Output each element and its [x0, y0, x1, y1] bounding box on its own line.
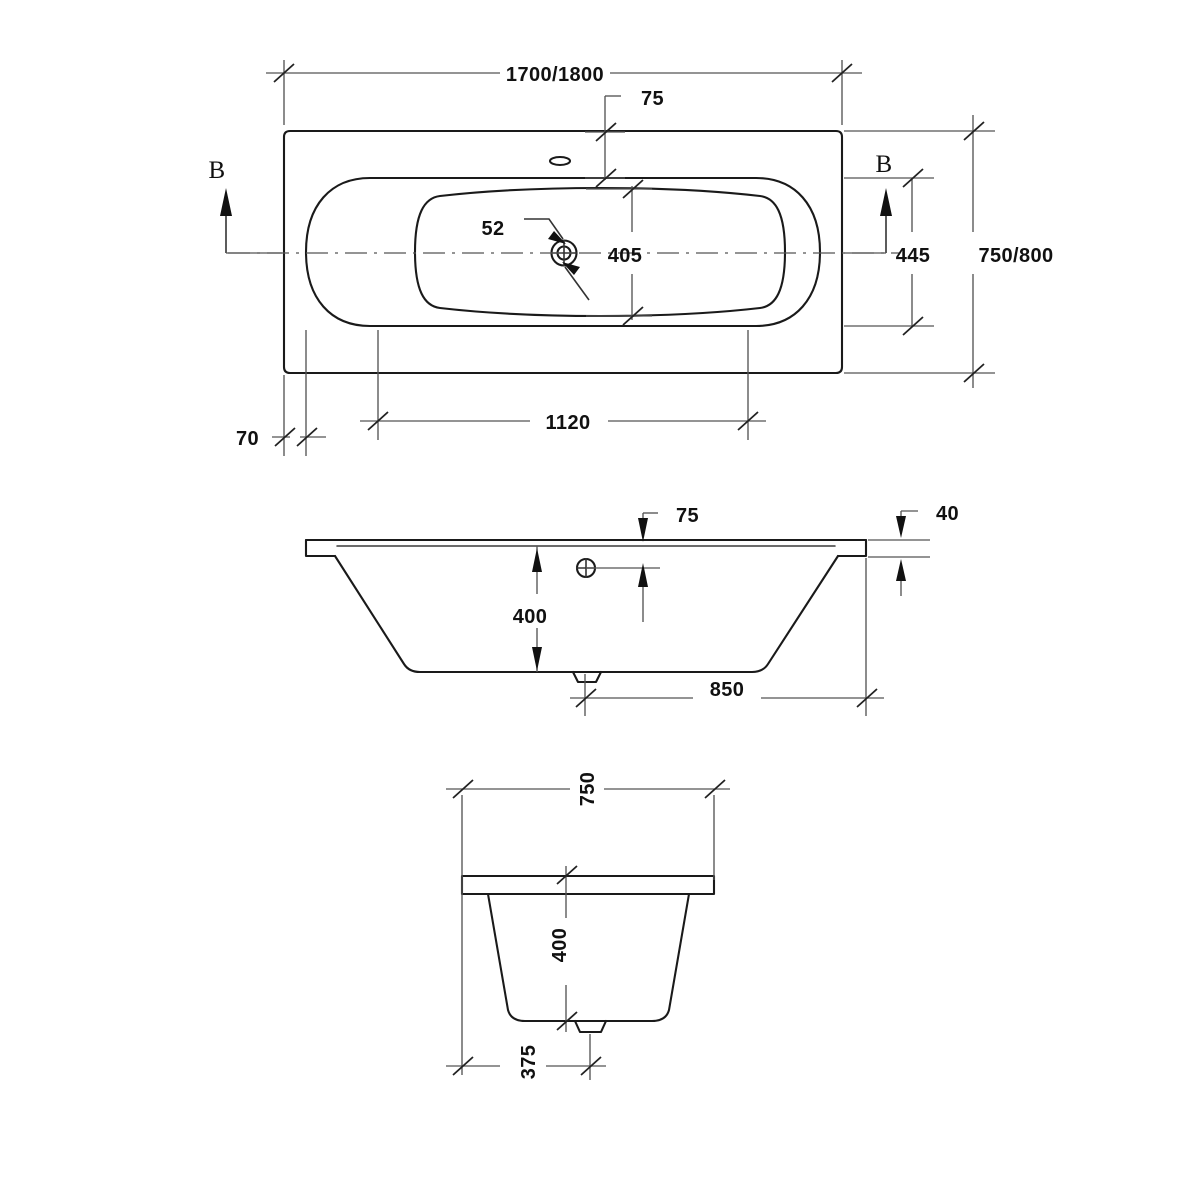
section-label-left: B: [208, 157, 225, 184]
dim-end-width-value: 750: [577, 772, 599, 807]
dim-plan-waste-offset-value: 75: [641, 88, 664, 110]
end-bath-outline: [460, 874, 716, 1034]
dim-plan-rim-width-value: 70: [236, 428, 259, 450]
dim-plan-waste-diameter-value: 52: [481, 218, 504, 240]
dim-plan-inner-width: 445: [844, 168, 934, 336]
dim-plan-inner-width-value: 445: [896, 245, 931, 267]
dim-plan-length-value: 1700/1800: [506, 64, 604, 86]
dim-plan-width-value: 750/800: [978, 245, 1053, 267]
overflow-hole-icon: [548, 155, 572, 167]
dim-plan-bowl-length-value: 1120: [546, 412, 591, 434]
dim-end-width: 750: [446, 772, 730, 1075]
dim-plan-length: 1700/1800: [266, 60, 862, 125]
dim-end-base-width: 375: [446, 1034, 606, 1080]
dim-side-base-length: 850: [570, 558, 884, 716]
dim-plan-waste-offset: 75: [585, 88, 664, 188]
dim-side-rim-thickness: 40: [868, 503, 959, 596]
dim-end-depth: 400: [549, 865, 578, 1032]
plan-bowl-outline: [413, 186, 787, 318]
section-mark-left: B: [208, 157, 282, 254]
dim-end-base-width-value: 375: [518, 1045, 540, 1080]
dim-side-depth: 400: [513, 546, 548, 672]
dim-plan-rim-width: 70: [236, 330, 326, 456]
dim-side-base-length-value: 850: [710, 679, 745, 701]
side-elevation-view: 75 40 400 850: [304, 503, 959, 716]
dim-end-depth-value: 400: [549, 928, 571, 963]
dim-side-depth-value: 400: [513, 606, 548, 628]
plan-inner-rim: [304, 176, 822, 328]
dim-side-overflow-offset-value: 75: [676, 505, 699, 527]
dim-side-rim-thickness-value: 40: [936, 503, 959, 525]
dim-plan-waste-diameter: 52: [481, 218, 590, 301]
dim-plan-bowl-width-value: 405: [608, 245, 643, 267]
dim-side-overflow-offset: 75: [586, 505, 699, 622]
dim-plan-width: 750/800: [844, 115, 1053, 388]
section-mark-right: B: [844, 151, 892, 254]
plan-bath-outline: [282, 129, 844, 375]
side-bath-outline: [304, 538, 868, 684]
section-label-right: B: [875, 151, 892, 178]
dim-plan-bowl-length: 1120: [360, 330, 766, 440]
end-elevation-view: 750 400 375: [446, 772, 730, 1080]
plan-view: B B 1700/1800 75: [208, 60, 1053, 456]
dim-plan-bowl-width: 405: [586, 179, 652, 326]
